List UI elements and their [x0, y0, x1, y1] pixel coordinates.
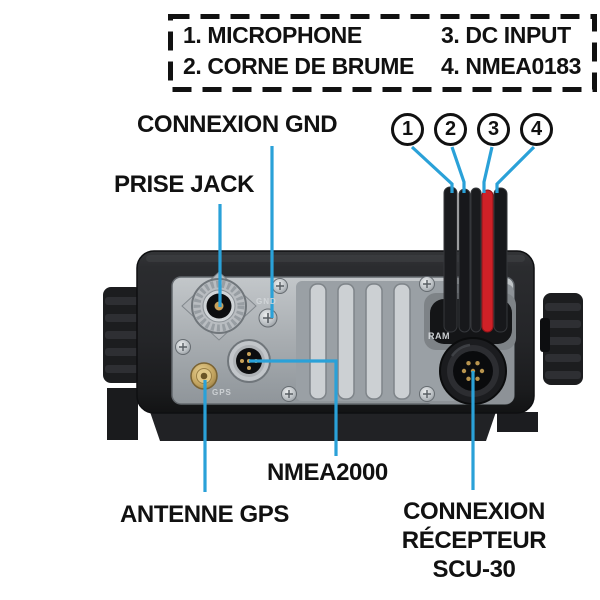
label-nmea2000: NMEA2000 — [267, 459, 388, 486]
label-scu30-line1: CONNEXION — [403, 498, 545, 525]
mounting-bracket — [107, 388, 538, 441]
callout-circle-2: 2 — [434, 113, 467, 146]
gps-antenna-connector — [190, 362, 218, 390]
label-scu30-line2: RÉCEPTEUR — [401, 527, 547, 554]
legend-item-dc-input: 3. DC INPUT — [441, 22, 571, 48]
callout-circle-1: 1 — [391, 113, 424, 146]
legend-box: 1. MICROPHONE 2. CORNE DE BRUME 3. DC IN… — [168, 14, 597, 92]
panel-print-gps: GPS — [212, 388, 232, 397]
legend-frame — [168, 14, 597, 92]
cables — [443, 186, 508, 333]
legend-item-corne-de-brume: 2. CORNE DE BRUME — [183, 53, 414, 79]
legend-item-nmea0183: 4. NMEA0183 — [441, 53, 582, 79]
heatsink-fins — [309, 283, 411, 400]
gnd-screw — [258, 308, 278, 328]
leader-lines — [203, 145, 536, 492]
panel-print-ram: RAM — [428, 331, 450, 341]
label-connexion-gnd: CONNEXION GND — [137, 111, 338, 138]
callout-circle-4: 4 — [520, 113, 553, 146]
label-scu30-line3: SCU-30 — [432, 556, 516, 583]
label-prise-jack: PRISE JACK — [114, 171, 255, 198]
legend-item-microphone: 1. MICROPHONE — [183, 22, 362, 48]
legend-col-1: 1. MICROPHONE 2. CORNE DE BRUME — [183, 20, 441, 92]
right-knob — [543, 293, 583, 385]
label-antenne-gps: ANTENNE GPS — [120, 501, 289, 528]
panel-print-gnd: GND — [256, 297, 277, 306]
label-scu30: CONNEXION RÉCEPTEUR SCU-30 — [390, 497, 558, 584]
legend-col-2: 3. DC INPUT 4. NMEA0183 — [441, 20, 597, 92]
callout-circle-3: 3 — [477, 113, 510, 146]
left-knob — [103, 287, 143, 383]
